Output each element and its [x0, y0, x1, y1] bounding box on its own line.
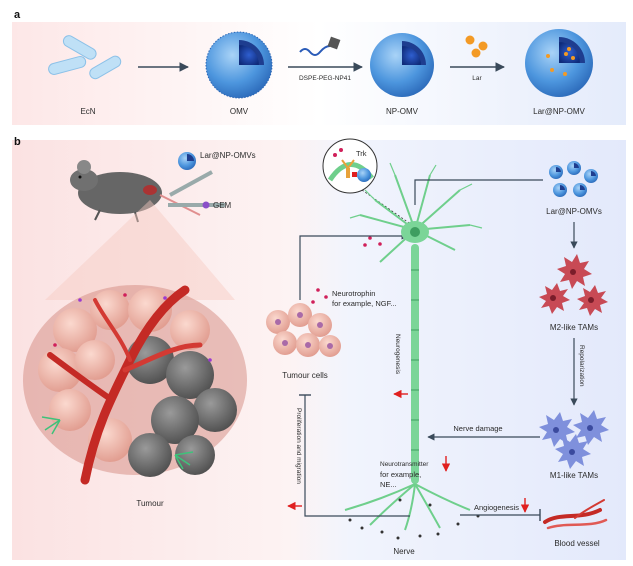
- connector-omvs-to-neuron: [414, 179, 543, 205]
- omv-icon: [205, 31, 273, 99]
- injection-label-gem: GEM: [213, 201, 232, 210]
- ecn-bacteria-icon: [48, 35, 122, 80]
- nerve-label: Nerve: [393, 547, 415, 556]
- inhibit-line-proliferation: [304, 395, 410, 517]
- step-label-np-omv: NP-OMV: [386, 107, 419, 116]
- injection-label-lar: Lar@NP-OMVs: [200, 151, 256, 160]
- lar-np-omvs-cluster: [549, 161, 598, 197]
- dspe-peg-molecule-icon: [299, 36, 341, 56]
- tumour-cells-cluster: [266, 303, 341, 357]
- angiogenesis-label: Angiogenesis: [474, 503, 519, 512]
- neurotrophin-dots: [311, 236, 382, 304]
- step-label-omv: OMV: [230, 107, 249, 116]
- blood-vessel-label: Blood vessel: [554, 539, 600, 548]
- np-omv-icon: [370, 33, 434, 97]
- gem-drug-icon: [202, 201, 210, 209]
- arrow-label-lar: Lar: [472, 75, 482, 82]
- m2-tams-icon: [539, 254, 608, 316]
- right-label-m1: M1-like TAMs: [550, 471, 598, 480]
- lar-np-omv-small-icon: [178, 152, 196, 170]
- nerve-damage-label: Nerve damage: [453, 424, 502, 433]
- repolarization-label: Repolarization: [578, 345, 585, 387]
- lar-np-omv-icon: [525, 29, 593, 97]
- zoom-cone: [45, 200, 235, 300]
- arrow-cells-to-neuron: [299, 232, 409, 300]
- right-label-m2: M2-like TAMs: [550, 323, 598, 332]
- step-label-ecn: EcN: [80, 107, 95, 116]
- tumour-mass: [23, 285, 247, 485]
- neurotransmitter-line-2: for example,: [380, 470, 421, 479]
- arrow-label-dspe: DSPE-PEG-NP41: [299, 75, 351, 82]
- neurotrophin-label: Neurotrophin: [332, 289, 375, 298]
- panel-a-background: [12, 22, 626, 125]
- neurotrophin-example: for example, NGF...: [332, 299, 397, 308]
- blood-vessel-icon: [543, 499, 608, 530]
- trk-label: Trk: [356, 149, 367, 158]
- right-label-lar-np-omvs: Lar@NP-OMVs: [546, 207, 602, 216]
- neurotransmitter-line-1: Neurotransmitter: [380, 461, 429, 468]
- lar-drug-icon: [465, 35, 488, 58]
- step-label-lar-np-omv: Lar@NP-OMV: [533, 107, 585, 116]
- trk-receptor-inset: [322, 138, 378, 194]
- tumour-cells-label: Tumour cells: [282, 371, 328, 380]
- neuron-icon: [344, 162, 483, 540]
- syringe-icon: [168, 170, 225, 207]
- proliferation-label: Proliferation and migration: [295, 408, 302, 484]
- panel-a-letter: a: [14, 9, 21, 21]
- panel-b-letter: b: [14, 136, 21, 148]
- neurogenesis-label: Neurogenesis: [394, 334, 401, 375]
- m1-tams-icon: [539, 410, 609, 469]
- mouse-icon: [70, 160, 201, 223]
- tumour-label: Tumour: [136, 499, 164, 508]
- neurotransmitter-line-3: NE...: [380, 480, 397, 489]
